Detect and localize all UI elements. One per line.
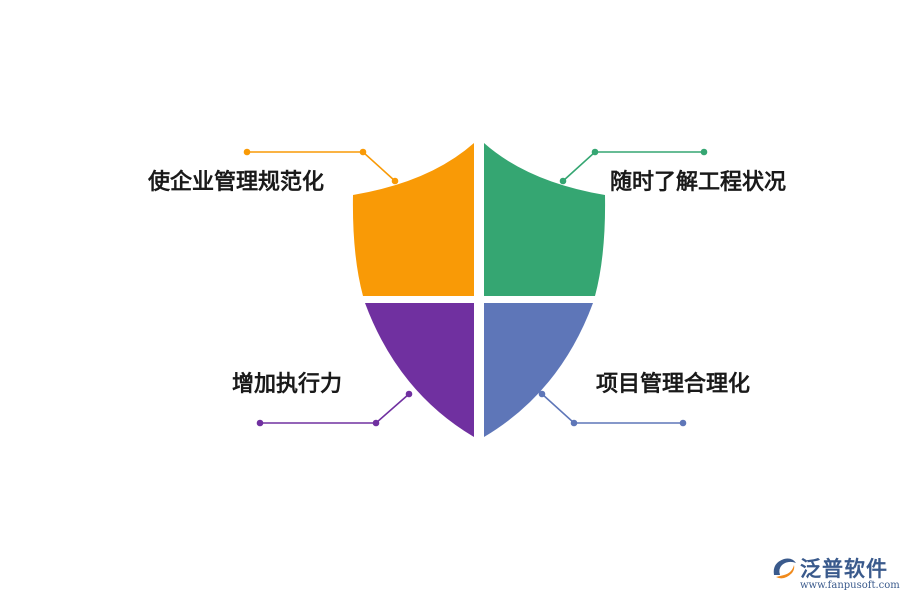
shield-quadrant-top-left (352, 143, 474, 296)
shield-quadrant-top-right (484, 143, 606, 296)
connector-dots-top-right (559, 148, 708, 185)
connector-bottom-left (260, 393, 410, 424)
connector-bottom-right (541, 393, 683, 424)
label-top-right: 随时了解工程状况 (610, 170, 787, 195)
connector-dots-bottom-right (538, 390, 687, 427)
label-top-left: 使企业管理规范化 (148, 170, 325, 195)
brand-logo: 泛普软件 www.fanpusoft.com (770, 553, 900, 595)
logo-name: 泛普软件 (800, 557, 888, 581)
logo-swirl-icon (773, 558, 796, 579)
shield-quadrant-bottom-right (484, 303, 593, 437)
label-bottom-right: 项目管理合理化 (596, 372, 751, 397)
logo-url: www.fanpusoft.com (800, 580, 900, 591)
connector-dots-bottom-left (256, 390, 413, 427)
shield-quadrant-bottom-left (365, 303, 474, 437)
label-bottom-left: 增加执行力 (232, 372, 343, 397)
connector-dots-top-left (243, 148, 399, 185)
